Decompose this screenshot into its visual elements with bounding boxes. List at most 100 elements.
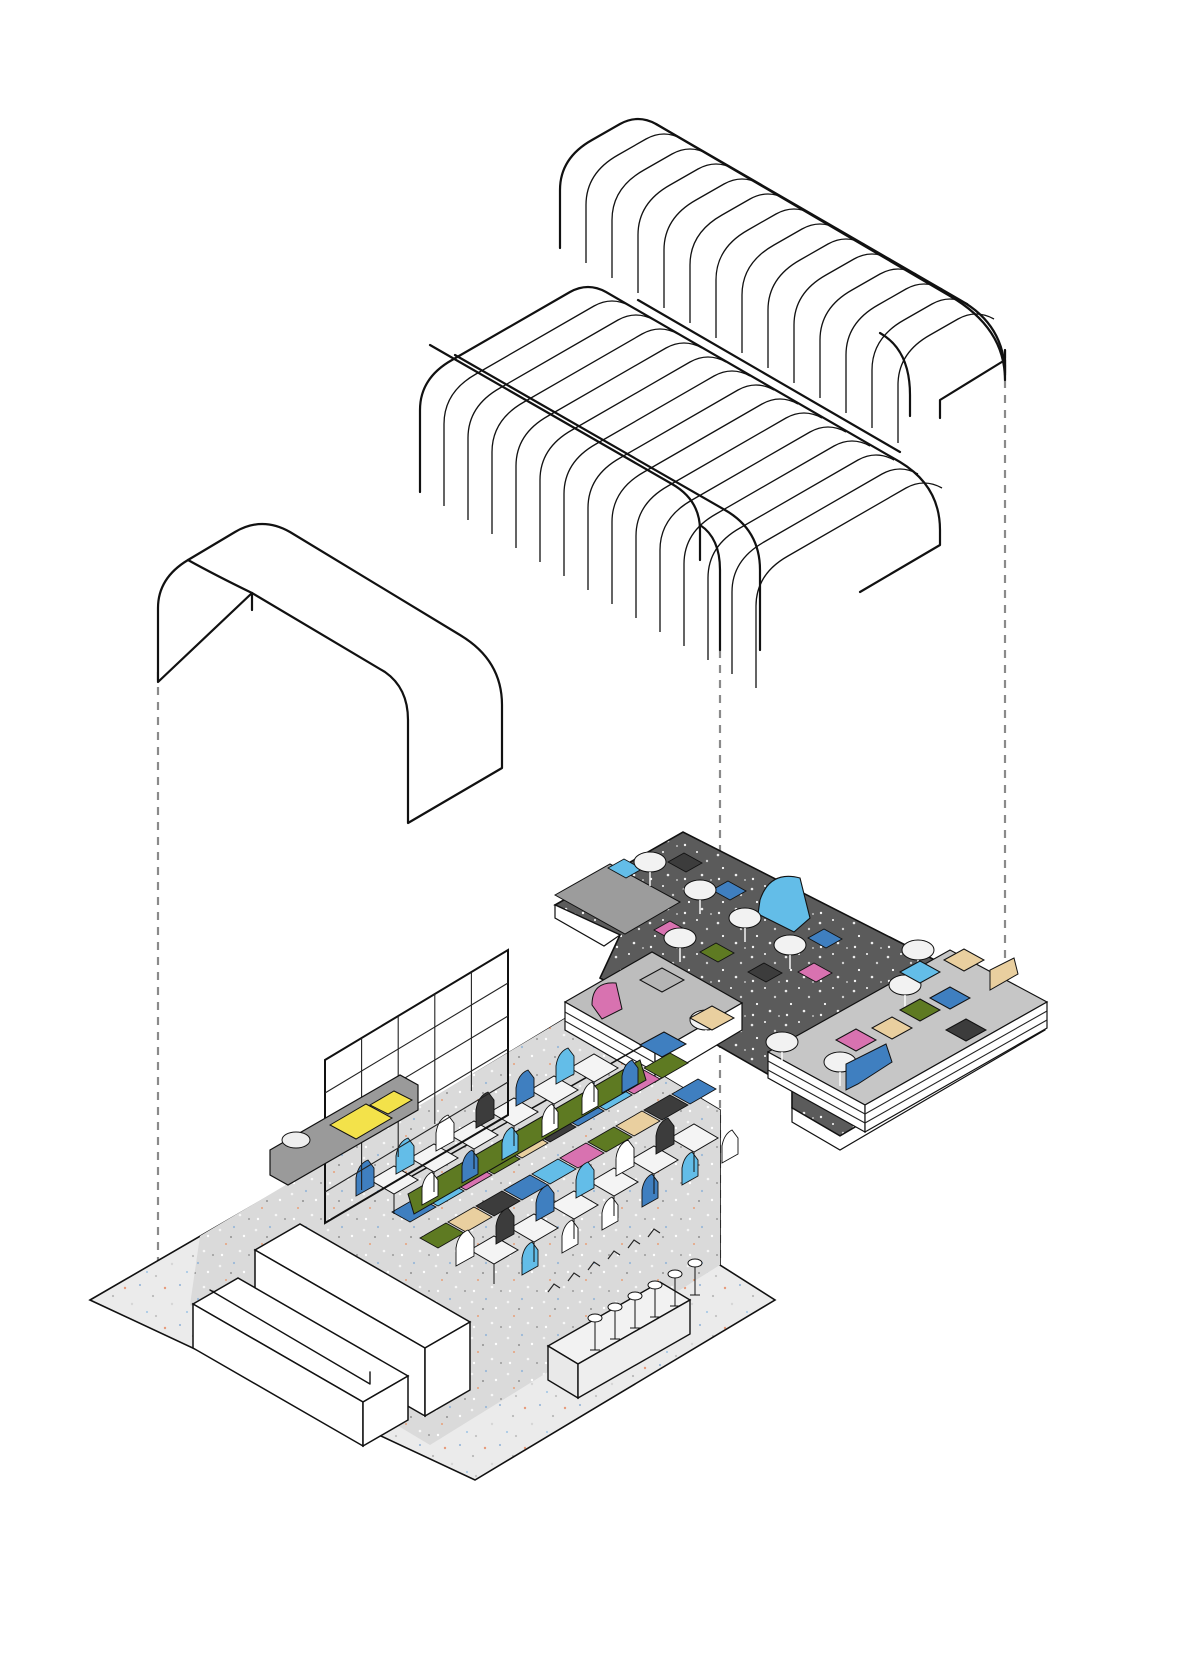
dining-table xyxy=(369,1165,419,1195)
alignment-guides xyxy=(156,350,1007,1328)
canopy-rib xyxy=(845,283,943,413)
terrace-cushion xyxy=(928,986,972,1010)
terrace-cushion xyxy=(944,1018,988,1042)
canopy-rib xyxy=(611,398,799,604)
canopy-rib xyxy=(683,440,871,646)
canopy-rib xyxy=(689,193,787,323)
yellow-panel xyxy=(328,1103,394,1140)
bench-pad xyxy=(643,1052,689,1079)
terrace-bench-blue xyxy=(845,1043,893,1091)
bench-pad xyxy=(671,1078,717,1105)
bench-pad xyxy=(643,1094,689,1121)
canopy-outline xyxy=(418,285,942,594)
canopy-rib xyxy=(707,454,895,660)
dining-table xyxy=(469,1235,519,1265)
tan-cushion xyxy=(688,1005,736,1031)
round-table xyxy=(633,851,667,873)
canopy-inner-line xyxy=(428,343,702,562)
round-table xyxy=(765,1031,799,1053)
blue-cushion xyxy=(638,1031,688,1058)
bar-stool-back xyxy=(587,1261,601,1271)
canopy-rib xyxy=(663,178,761,308)
canopy-inner-arch xyxy=(878,331,912,418)
transom xyxy=(324,1081,509,1193)
canopy-rib xyxy=(585,133,683,263)
bench-pad xyxy=(531,1158,577,1185)
bar-stool-seat xyxy=(587,1313,603,1323)
canopy-rib xyxy=(611,148,709,278)
bar-stool-back xyxy=(567,1272,581,1282)
transom xyxy=(324,982,509,1094)
dining-table xyxy=(529,1075,579,1105)
lounge-cushion xyxy=(797,962,833,983)
dining-table xyxy=(669,1123,719,1153)
canopy-rib xyxy=(793,253,891,383)
canopy-front-arch xyxy=(453,353,762,652)
grey-table xyxy=(638,967,686,993)
canopy-outline xyxy=(558,117,1007,420)
chair xyxy=(535,1184,555,1222)
canopy-leg xyxy=(698,523,722,652)
bar-stool-seat xyxy=(647,1280,663,1290)
dining-table xyxy=(549,1190,599,1220)
terrace-cushion xyxy=(834,1028,878,1052)
canopy-rib xyxy=(767,238,865,368)
round-table xyxy=(683,879,717,901)
terrace-cushion xyxy=(898,960,942,984)
chair xyxy=(555,1047,575,1085)
canopy-rib xyxy=(559,118,657,248)
terrace-cushion xyxy=(870,1016,914,1040)
canopy-ribbed-middle xyxy=(418,285,943,688)
canopy-rib xyxy=(539,356,727,562)
bench-pad xyxy=(475,1190,521,1217)
dining-table xyxy=(629,1145,679,1175)
chair xyxy=(435,1114,455,1152)
chair xyxy=(575,1161,595,1199)
pink-lounge-chair xyxy=(591,982,623,1020)
terrace-cushion xyxy=(942,948,986,972)
canopy-rib xyxy=(659,426,847,632)
bar-stool-seat xyxy=(667,1269,683,1279)
chair xyxy=(495,1207,515,1245)
bar-stool-seat xyxy=(607,1302,623,1312)
round-table xyxy=(728,907,762,929)
canopy-rib xyxy=(587,384,775,590)
lounge-chair xyxy=(757,875,811,933)
bench-pad xyxy=(615,1110,661,1137)
terrace-cushion xyxy=(898,998,942,1022)
round-table xyxy=(773,934,807,956)
bench-pad xyxy=(559,1142,605,1169)
chair xyxy=(655,1117,675,1155)
bar-stool-back xyxy=(547,1283,561,1293)
lounge-cushion xyxy=(747,962,783,983)
lounge-cushion xyxy=(667,852,703,873)
canopy-rib xyxy=(635,412,823,618)
canopy-rib xyxy=(731,468,919,674)
canopy-rib xyxy=(515,342,703,548)
canopy-rib xyxy=(563,370,751,576)
chair xyxy=(621,1059,639,1094)
canopy-ridge-gap xyxy=(636,298,902,454)
round-table xyxy=(663,927,697,949)
bar-stool-seat xyxy=(687,1258,703,1268)
terrace-bench-tan xyxy=(989,957,1019,991)
bar-stool-back xyxy=(607,1250,621,1260)
lounge-cushion xyxy=(807,928,843,949)
lounge-cushion xyxy=(711,880,747,901)
bench-pad xyxy=(447,1206,493,1233)
glazed-partition xyxy=(269,948,509,1225)
service-counters xyxy=(191,1223,703,1448)
bench-pad xyxy=(587,1126,633,1153)
bar-stool-back xyxy=(627,1239,641,1249)
dining-table xyxy=(589,1167,639,1197)
canopy-rib xyxy=(755,482,943,688)
chair xyxy=(515,1069,535,1107)
canopy-rib xyxy=(443,300,631,506)
dining-table xyxy=(509,1213,559,1243)
chair xyxy=(455,1229,475,1267)
canopy-rib xyxy=(467,314,655,520)
furniture-layer xyxy=(355,851,1019,1284)
round-table xyxy=(901,939,935,961)
